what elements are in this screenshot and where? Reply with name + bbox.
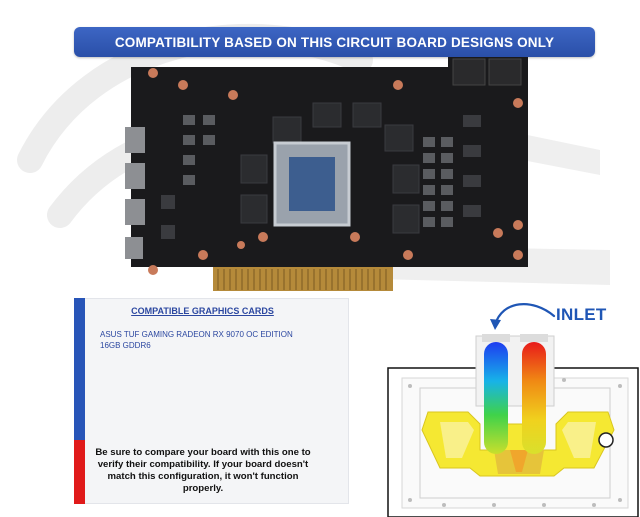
compatible-cards-heading: COMPATIBLE GRAPHICS CARDS: [131, 306, 274, 316]
inlet-label: INLET: [556, 305, 607, 324]
coolant-flow-diagram: [387, 334, 639, 517]
panel-accent-blue: [74, 298, 85, 440]
compatibility-warning: Be sure to compare your board with this …: [95, 447, 311, 494]
inlet-arrow-icon: [490, 303, 556, 330]
compatible-card-model: ASUS TUF GAMING RADEON RX 9070 OC EDITIO…: [100, 330, 293, 350]
compatibility-banner: COMPATIBILITY BASED ON THIS CIRCUIT BOAR…: [74, 27, 595, 57]
circuit-board-image: [125, 57, 528, 291]
compatibility-panel: [74, 298, 349, 504]
panel-accent-red: [74, 440, 85, 504]
